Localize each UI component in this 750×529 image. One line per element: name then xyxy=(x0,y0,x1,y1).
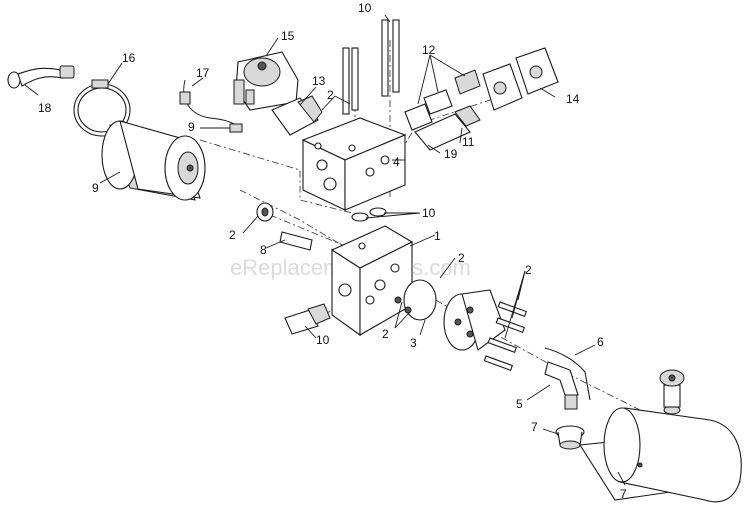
callouts: 18 16 9 17 9 15 13 2 10 12 14 11 19 4 10… xyxy=(38,1,627,501)
callout-3: 3 xyxy=(410,336,417,350)
callout-1: 1 xyxy=(434,229,441,243)
callout-9: 9 xyxy=(92,181,99,195)
callout-2: 2 xyxy=(327,88,334,102)
callout-12: 12 xyxy=(422,43,436,57)
part-orings-10 xyxy=(351,207,387,222)
part-manifold-1 xyxy=(330,225,414,337)
part-hose-fitting-18 xyxy=(7,65,75,89)
callout-10: 10 xyxy=(422,206,436,220)
part-pump-2 xyxy=(443,289,528,371)
leader-lines xyxy=(24,14,626,486)
callout-17: 17 xyxy=(196,66,210,80)
callout-15: 15 xyxy=(281,29,295,43)
callout-9: 9 xyxy=(188,120,195,134)
callout-8: 8 xyxy=(260,243,267,257)
callout-2: 2 xyxy=(229,228,236,242)
callout-2: 2 xyxy=(525,263,532,277)
part-motor-9 xyxy=(101,120,206,201)
part-tube-6 xyxy=(544,347,591,401)
part-valve-13 xyxy=(271,95,323,136)
part-seal-2 xyxy=(256,202,274,222)
callout-2: 2 xyxy=(458,251,465,265)
callout-6: 6 xyxy=(597,335,604,349)
part-pin-8 xyxy=(279,231,313,251)
callout-18: 18 xyxy=(38,101,52,115)
callout-5: 5 xyxy=(516,397,523,411)
part-coils-14 xyxy=(482,47,559,111)
callout-10: 10 xyxy=(316,333,330,347)
part-wire-17 xyxy=(179,79,243,133)
part-bolts-10-top xyxy=(342,19,400,115)
callout-14: 14 xyxy=(566,92,580,106)
part-sensor-10 xyxy=(284,303,331,335)
part-elbow-5 xyxy=(544,361,579,410)
callout-11: 11 xyxy=(462,135,475,149)
callout-13: 13 xyxy=(312,74,326,88)
callout-16: 16 xyxy=(122,51,136,65)
part-solenoid-15 xyxy=(233,51,299,111)
part-manifold-4 xyxy=(301,117,407,211)
callout-4: 4 xyxy=(393,155,400,169)
callout-10: 10 xyxy=(358,1,372,15)
part-tank-7 xyxy=(579,369,742,503)
part-cartridge-11 xyxy=(414,105,481,151)
part-gasket-3 xyxy=(394,279,437,321)
callout-7: 7 xyxy=(531,420,538,434)
callout-19: 19 xyxy=(444,147,458,161)
callout-7: 7 xyxy=(620,487,627,501)
callout-2: 2 xyxy=(382,327,389,341)
part-fittings-12 xyxy=(404,69,481,131)
